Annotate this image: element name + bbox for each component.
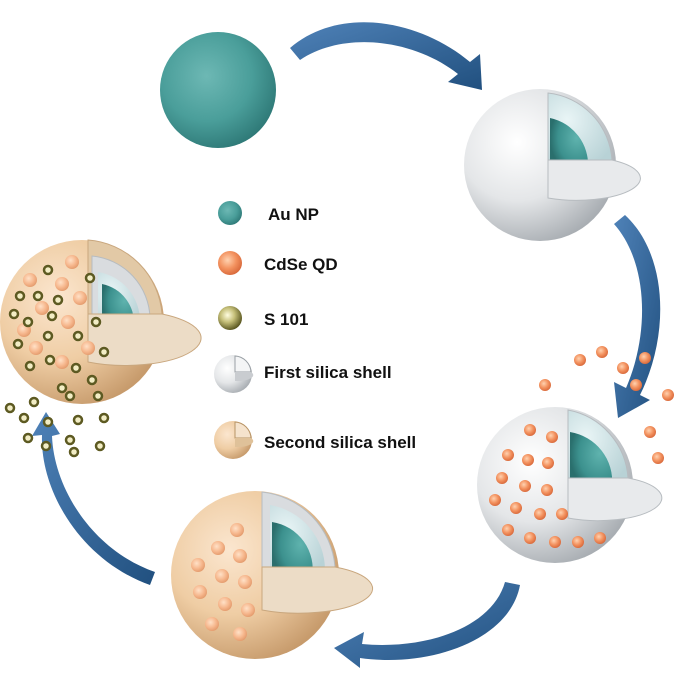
olive-ring-icon [64, 390, 76, 402]
orange-dot-icon [218, 251, 242, 275]
orange-dot-icon [596, 346, 608, 358]
legend-label-s101: S 101 [264, 310, 308, 329]
olive-ring-icon [40, 440, 52, 452]
olive-ring-icon [68, 446, 80, 458]
orange-dot-icon [644, 426, 656, 438]
curved-arrow-icon [290, 22, 482, 90]
legend-label-second-shell: Second silica shell [264, 433, 416, 452]
embedded-cdse-dots [191, 523, 255, 641]
legend-item-s101: S 101 [218, 306, 308, 330]
orange-dot-icon [617, 362, 629, 374]
legend: Au NP CdSe QD S 101 First silica shell S [214, 201, 416, 459]
olive-ring-icon [28, 396, 40, 408]
orange-dot-icon [639, 352, 651, 364]
olive-ring-icon [72, 414, 84, 426]
orange-dot-icon [539, 379, 551, 391]
legend-item-first-shell: First silica shell [214, 355, 392, 393]
olive-ring-icon [98, 412, 110, 424]
au-nanoparticle [160, 32, 276, 148]
au-first-shell-particle [464, 89, 641, 241]
orange-dot-icon [574, 354, 586, 366]
free-s101-rings [4, 390, 110, 458]
legend-item-cdse-qd: CdSe QD [218, 251, 338, 275]
olive-ring-icon [92, 390, 104, 402]
legend-item-second-shell: Second silica shell [214, 421, 416, 459]
legend-label-cdse-qd: CdSe QD [264, 255, 338, 274]
tan-cutaway-sphere-icon [214, 421, 254, 459]
qd-loaded-particle [477, 407, 663, 563]
embedded-cdse-dots [17, 255, 95, 369]
legend-label-first-shell: First silica shell [264, 363, 392, 382]
curved-arrow-icon [614, 215, 661, 418]
orange-dot-icon [662, 389, 674, 401]
embedded-s101-rings [8, 264, 110, 394]
curved-arrow-icon [334, 582, 520, 668]
olive-ring-icon [218, 306, 242, 330]
orange-dot-icon [630, 379, 642, 391]
olive-ring-icon [94, 440, 106, 452]
cycle-arrows [32, 22, 661, 668]
legend-label-au-np: Au NP [268, 205, 319, 224]
orange-dot-icon [652, 452, 664, 464]
olive-ring-icon [4, 402, 16, 414]
teal-sphere-icon [218, 201, 242, 225]
olive-ring-icon [64, 434, 76, 446]
olive-ring-icon [42, 416, 54, 428]
curved-arrow-icon [32, 412, 155, 585]
olive-ring-icon [22, 432, 34, 444]
gray-cutaway-sphere-icon [214, 355, 254, 393]
embedded-cdse-dots [489, 424, 606, 548]
second-shell-particle [171, 491, 374, 659]
legend-item-au-np: Au NP [218, 201, 319, 225]
free-cdse-dots [539, 346, 674, 464]
final-particle [0, 239, 202, 404]
olive-ring-icon [18, 412, 30, 424]
